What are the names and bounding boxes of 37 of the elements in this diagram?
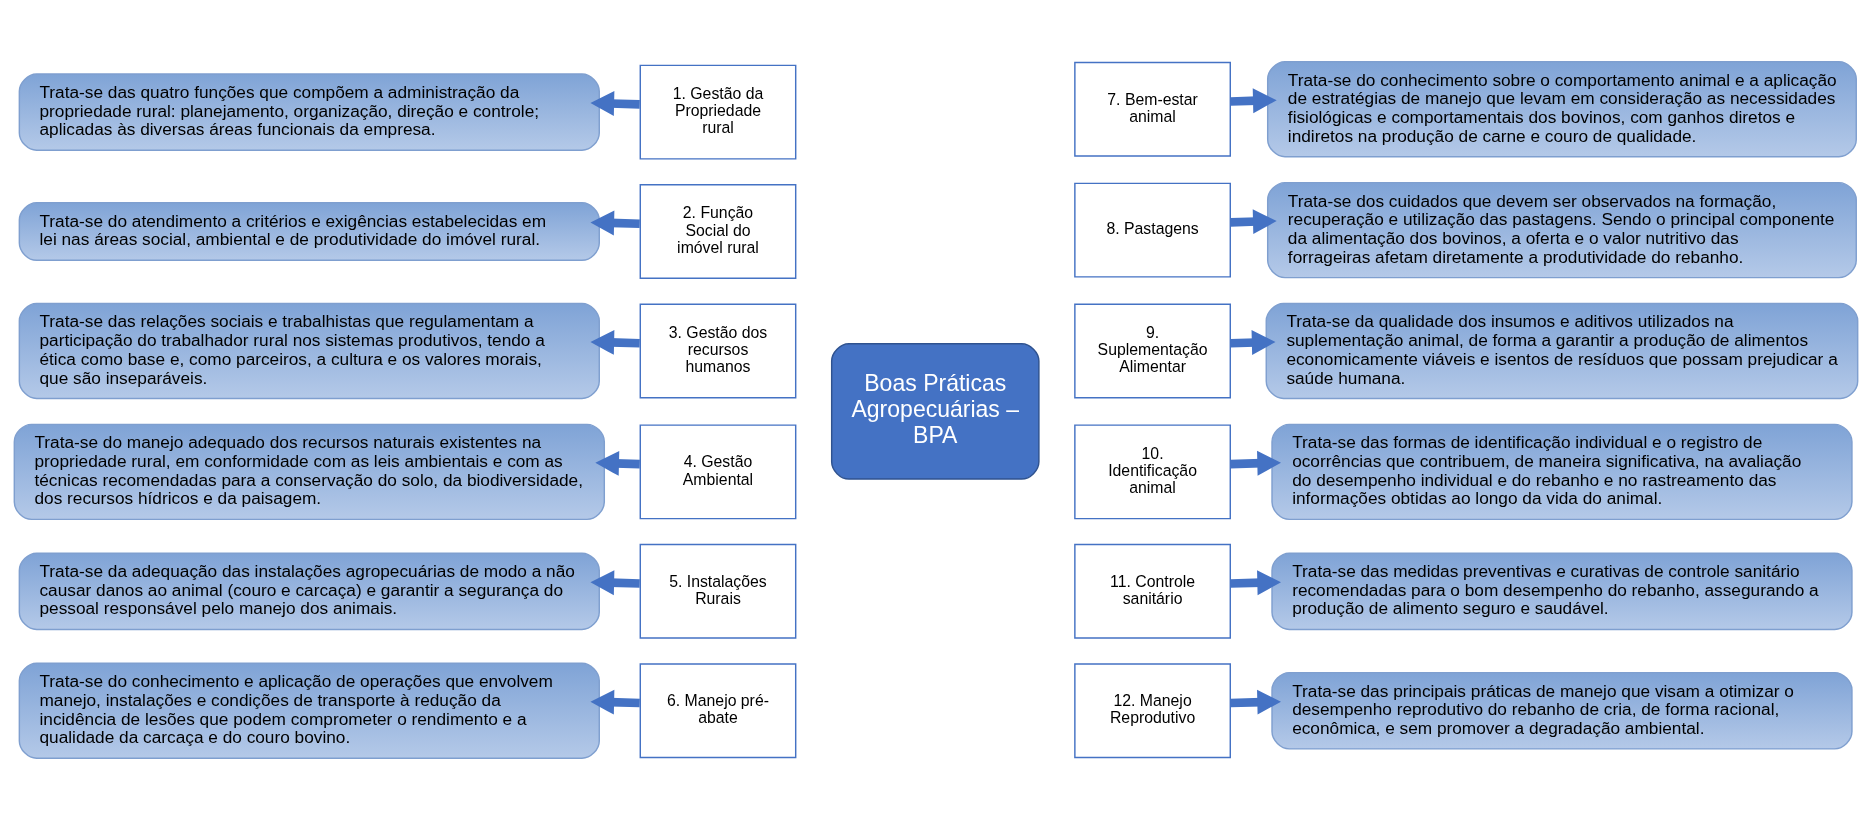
node-box: Trata-se da qualidade dos insumos e aditivos utilizados na suplementação animal, de forma a garantir a produção de alimentos economicamente viáveis e isentos de resíduos que possam prejudicar a saúde humana.	[1265, 302, 1859, 400]
arrow	[1230, 689, 1281, 715]
node-box: 5. Instalações Rurais	[639, 543, 797, 639]
node-box: 3. Gestão dos recursos humanos	[639, 303, 797, 399]
node-box: Trata-se das medidas preventivas e curativas de controle sanitário recomendadas para o bom desempenho do rebanho, assegurando a produção de alimento seguro e saudável.	[1271, 552, 1853, 631]
arrow	[1230, 570, 1281, 596]
node-box: 1. Gestão da Propriedade rural	[639, 64, 797, 160]
node-box: 7. Bem-estar animal	[1074, 61, 1231, 157]
arrow	[590, 91, 640, 116]
node-box: 10. Identificação animal	[1074, 424, 1231, 520]
node-box: 8. Pastagens	[1074, 182, 1231, 278]
node-box: Trata-se das formas de identificação individual e o registro de ocorrências que contribuem, de maneira significativa, na avaliação do desempenho individual e do rebanho e no rastreamento das informações obtidas ao longo da vida do animal.	[1271, 423, 1853, 521]
node-box: 2. Função Social do imóvel rural	[639, 184, 797, 280]
arrow	[590, 330, 640, 355]
arrow	[1230, 209, 1277, 235]
node-box: Trata-se do conhecimento sobre o comportamento animal e a aplicação de estratégias de manejo que levam em consideração as necessidades fisiológicas e comportamentais dos bovinos, com ganhos diretos e indiretos na produção de carne e couro de qualidade.	[1267, 61, 1857, 158]
arrow	[1230, 88, 1277, 114]
node-box: Trata-se das principais práticas de manejo que visam a otimizar o desempenho reprodutivo do rebanho de cria, de forma racional, econômica, e sem promover a degradação ambiental.	[1271, 671, 1853, 750]
node-box: Trata-se das relações sociais e trabalhistas que regulamentam a participação do trabalhador rural nos sistemas produtivos, tendo a ética como base e, como parceiros, a cultura e os valores morais, que são inseparáveis.	[18, 302, 600, 400]
node-box: 4. Gestão Ambiental	[639, 424, 797, 520]
node-box: 12. Manejo Reprodutivo	[1074, 663, 1231, 759]
node-box: Trata-se do conhecimento e aplicação de operações que envolvem manejo, instalações e condições de transporte à redução da incidência de lesões que podem comprometer o rendimento e a qualidade da carcaça e do couro bovino.	[18, 662, 600, 759]
node-box: Trata-se da adequação das instalações agropecuárias de modo a não causar danos ao animal (couro e carcaça) e garantir a segurança do pessoal responsável pelo manejo dos animais.	[18, 552, 600, 631]
node-box: Trata-se dos cuidados que devem ser observados na formação, recuperação e utilização das pastagens. Sendo o principal componente da alimentação dos bovinos, a oferta e o valor nutritivo das forrageiras afetam diretamente a produtividade do rebanho.	[1267, 181, 1857, 279]
node-box: Trata-se do manejo adequado dos recursos naturais existentes na propriedade rural, em conformidade com as leis ambientais e com as técnicas recomendadas para a conservação do solo, da biodiversidade, dos recursos hídricos e da paisagem.	[13, 423, 605, 521]
arrow	[1230, 450, 1281, 476]
arrow	[590, 210, 640, 236]
node-box: 11. Controle sanitário	[1074, 543, 1231, 639]
arrow	[590, 689, 640, 715]
node-box: Trata-se das quatro funções que compõem a administração da propriedade rural: planejamento, organização, direção e controle; aplicadas às diversas áreas funcionais da empresa.	[18, 73, 600, 151]
node-box: Trata-se do atendimento a critérios e exigências estabelecidas em lei nas áreas social, ambiental e de produtividade do imóvel rural.	[18, 202, 600, 262]
arrow	[595, 451, 640, 476]
node-box: Boas Práticas Agropecuárias – BPA	[830, 343, 1040, 480]
arrow	[1230, 330, 1276, 355]
arrow	[590, 570, 640, 596]
node-box: 6. Manejo pré-abate	[639, 663, 797, 759]
node-box: 9. Suplementação Alimentar	[1074, 303, 1231, 399]
